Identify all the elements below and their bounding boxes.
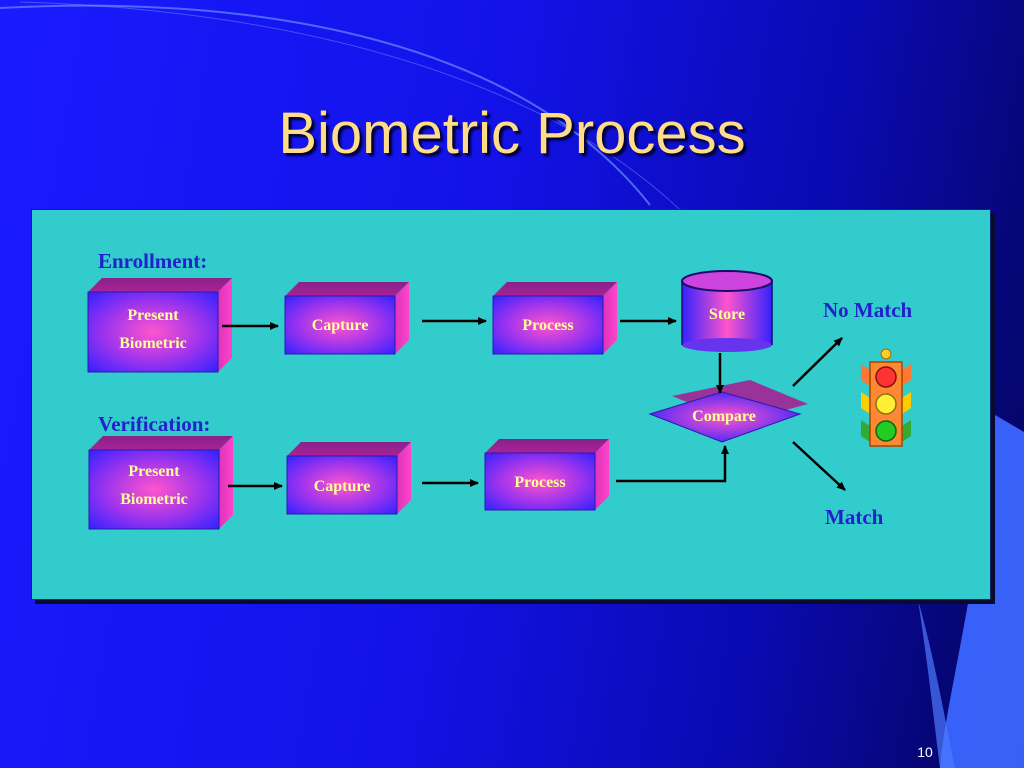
enrollment-process-box: Process (492, 282, 617, 355)
verification-capture-label: Capture (314, 478, 371, 495)
verification-process-label: Process (514, 474, 565, 491)
traffic-light-icon (861, 348, 911, 447)
verification-present-label: Present (128, 463, 180, 480)
diagram-panel: Enrollment: Verification: Present Biomet… (31, 209, 991, 600)
enrollment-process-label: Process (522, 317, 573, 334)
compare-label: Compare (692, 408, 756, 425)
page-number: 10 (917, 744, 933, 760)
verification-present-biometric-box: Present Biometric (88, 436, 233, 530)
arrow-compare-to-match (792, 441, 846, 491)
store-label: Store (709, 306, 745, 323)
verification-biometric-label: Biometric (120, 491, 188, 508)
arrow-compare-to-no-match (792, 337, 843, 387)
enrollment-capture-box: Capture (284, 282, 409, 355)
match-label: Match (825, 505, 884, 529)
enrollment-present-label: Present (127, 307, 179, 324)
verification-process-box: Process (484, 439, 609, 511)
enrollment-biometric-label: Biometric (119, 335, 187, 352)
process-diagram: Enrollment: Verification: Present Biomet… (87, 249, 913, 530)
enrollment-label: Enrollment: (98, 249, 207, 273)
verification-label: Verification: (98, 412, 210, 436)
no-match-label: No Match (823, 298, 913, 322)
verification-capture-box: Capture (286, 442, 411, 515)
arrow-process-to-compare (616, 445, 729, 483)
store-cylinder: Store (681, 270, 773, 352)
enrollment-present-biometric-box: Present Biometric (87, 278, 232, 373)
enrollment-capture-label: Capture (312, 317, 369, 334)
slide-title: Biometric Process (278, 101, 746, 166)
compare-diamond: Compare (648, 380, 808, 443)
